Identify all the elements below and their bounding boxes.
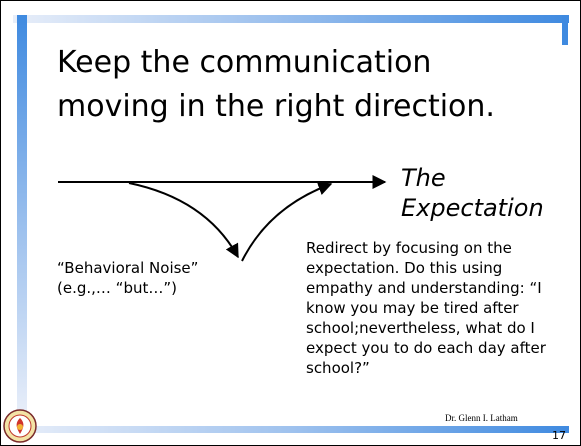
page-number: 17 [552, 429, 566, 442]
return-arrow [241, 181, 333, 262]
top-accent-bar [13, 15, 569, 23]
behavioral-noise-label: “Behavioral Noise” (e.g.,… “but…”) [57, 258, 198, 298]
expectation-title-line1: The [401, 164, 446, 192]
noise-line2: (e.g.,… “but…”) [57, 279, 177, 297]
noise-detour-arrow [128, 182, 239, 259]
slide-title: Keep the communication moving in the rig… [57, 45, 495, 124]
bottom-accent-bar [11, 426, 569, 433]
redirect-text: Redirect by focusing on the expectation.… [306, 239, 546, 377]
guaranteed-seal-icon [3, 409, 37, 443]
noise-line1: “Behavioral Noise” [57, 259, 199, 277]
expectation-title-line2: Expectation [401, 194, 544, 222]
right-accent-bar [562, 15, 568, 45]
left-accent-bar [17, 15, 27, 415]
expectation-title: The Expectation [401, 163, 544, 223]
author-credit: Dr. Glenn I. Latham [445, 413, 518, 423]
